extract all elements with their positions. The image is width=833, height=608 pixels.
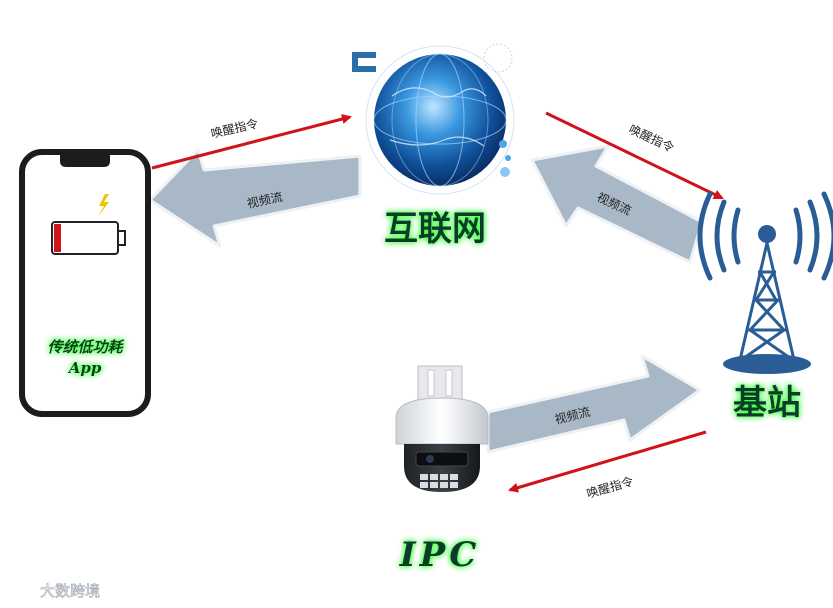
ipc-label: IPC (399, 535, 481, 575)
command-arrow-internet-to-station (545, 111, 724, 200)
video-arrow-ipc-to-station (486, 354, 702, 454)
camera-icon (395, 365, 489, 492)
lightning-icon (98, 194, 109, 217)
phone-app-label-line1: 传统低功耗 (47, 338, 124, 356)
watermark: 大数跨境 (9, 582, 100, 600)
edge-label-internet-to-station: 唤醒指令 (627, 121, 677, 155)
internet-label: 互联网 (384, 209, 486, 249)
edge-label-internet-to-phone: 视频流 (246, 189, 284, 211)
video-arrow-station-to-internet (530, 144, 704, 264)
watermark-text: 大数跨境 (40, 582, 100, 600)
low-battery-icon (51, 221, 126, 255)
phone-app-label-line2: App (67, 359, 102, 377)
watermark-logo-icon (9, 583, 36, 597)
video-arrow-internet-to-phone (148, 148, 362, 248)
phone-device: 传统低功耗 App (19, 149, 151, 417)
globe-icon (352, 43, 515, 195)
phone-notch (60, 155, 110, 167)
base-station-label: 基站 (733, 383, 801, 423)
cell-tower-icon (697, 191, 833, 374)
command-arrow-phone-to-internet (151, 114, 352, 170)
edge-label-station-to-ipc: 唤醒指令 (585, 473, 635, 501)
command-arrow-station-to-ipc (508, 430, 707, 493)
edge-label-phone-to-internet: 唤醒指令 (209, 116, 259, 141)
